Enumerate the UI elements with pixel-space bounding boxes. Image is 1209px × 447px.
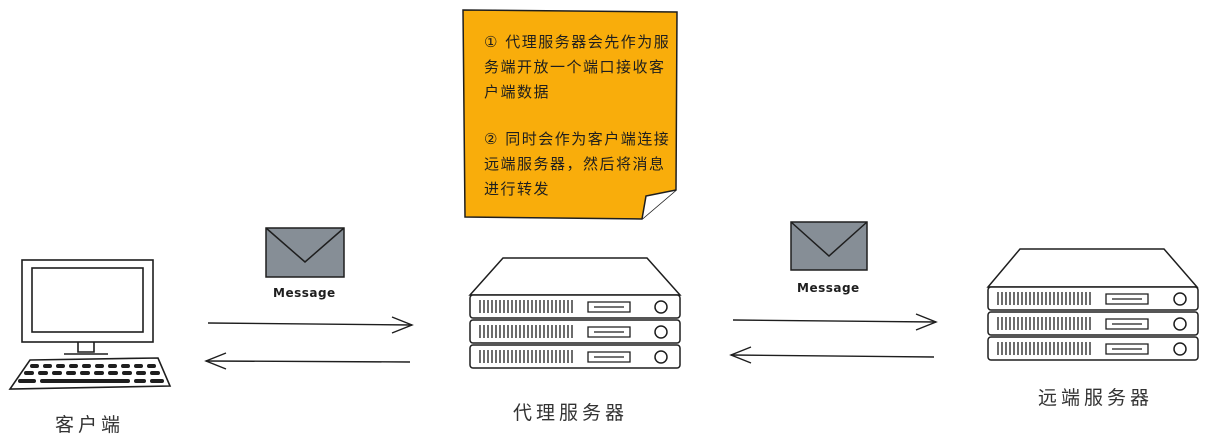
note-line-1: ① 代理服务器会先作为服务端开放一个端口接收客户端数据 xyxy=(484,33,671,101)
arrow-client-to-proxy xyxy=(207,316,414,334)
envelope-icon-left xyxy=(265,227,345,278)
message-label-left: Message xyxy=(273,286,336,300)
envelope-icon-right xyxy=(790,221,868,271)
note-text: ① 代理服务器会先作为服务端开放一个端口接收客户端数据 ② 同时会作为客户端连接… xyxy=(484,30,674,224)
client-computer-icon xyxy=(8,259,172,390)
remote-server-icon xyxy=(986,248,1199,361)
arrow-proxy-to-remote xyxy=(732,313,938,331)
remote-label: 远端服务器 xyxy=(1038,387,1154,409)
proxy-label: 代理服务器 xyxy=(513,402,629,424)
proxy-server-icon xyxy=(468,257,682,369)
note-fold xyxy=(641,189,677,220)
message-label-right: Message xyxy=(797,281,860,295)
note-line-2: ② 同时会作为客户端连接远端服务器，然后将消息进行转发 xyxy=(484,130,671,198)
arrow-proxy-to-client xyxy=(204,352,411,370)
client-label: 客户端 xyxy=(55,414,125,436)
arrow-remote-to-proxy xyxy=(729,346,935,364)
